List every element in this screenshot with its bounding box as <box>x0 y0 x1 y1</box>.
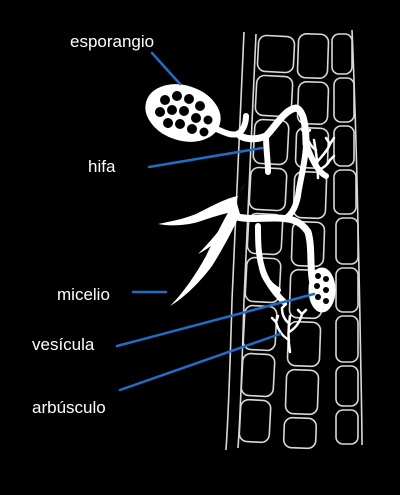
cell <box>333 125 355 167</box>
leader-line-arbusculo <box>118 332 282 392</box>
cell <box>284 368 320 416</box>
granule <box>323 287 329 293</box>
leader-lines <box>115 51 316 392</box>
spore <box>160 95 170 105</box>
arbuscule-branch <box>304 132 318 152</box>
label-vesicula: vesícula <box>32 335 95 354</box>
arbuscule-branch <box>300 128 336 162</box>
cell <box>246 212 284 256</box>
arbuscule-branch <box>315 142 332 164</box>
mycelium <box>158 182 246 306</box>
arbuscule-branch <box>316 158 332 172</box>
cell <box>335 267 359 313</box>
granule <box>315 273 321 279</box>
cell <box>331 33 353 75</box>
arbuscule-upper <box>300 128 336 180</box>
hypha-branch <box>263 133 271 175</box>
cell-column-2 <box>282 32 330 450</box>
cell <box>256 34 296 74</box>
arbuscule-branch <box>287 312 304 334</box>
spore <box>195 101 205 111</box>
sporangium <box>145 84 221 142</box>
cell <box>333 169 357 215</box>
cell <box>238 398 272 444</box>
arbuscule-branch <box>312 138 320 180</box>
arbuscule-branch <box>274 320 291 342</box>
cell <box>296 80 330 126</box>
cell <box>335 217 359 265</box>
cell <box>335 409 359 445</box>
label-esporangio: esporangio <box>70 32 155 51</box>
granule <box>315 294 321 300</box>
spore <box>184 94 194 104</box>
spore <box>167 105 177 115</box>
cell <box>296 32 330 80</box>
leader-line-esporangio <box>150 51 182 86</box>
spore <box>199 127 209 137</box>
root-tissue <box>225 29 363 451</box>
spore <box>175 119 185 129</box>
cell <box>333 77 355 123</box>
granule <box>314 283 320 289</box>
cell <box>254 74 294 118</box>
granule <box>323 276 329 282</box>
cell <box>335 365 359 407</box>
cell-column-1 <box>238 34 296 444</box>
spore <box>163 118 173 128</box>
arbuscule-branch <box>270 302 308 324</box>
leader-line-hifa <box>147 146 264 169</box>
root-outer-left-edge <box>225 31 245 451</box>
cell <box>244 256 282 304</box>
cell <box>335 315 359 363</box>
mycelium-strand <box>158 196 238 226</box>
spore <box>172 91 182 101</box>
vesicle-granules <box>314 273 329 304</box>
cell <box>290 220 326 268</box>
label-arbusculo: arbúsculo <box>32 398 106 417</box>
hypha-branch <box>259 265 287 305</box>
cell <box>240 352 276 398</box>
vesicle <box>308 267 336 313</box>
spore <box>155 107 165 117</box>
sporangium-spores <box>155 91 213 137</box>
cell <box>292 170 328 220</box>
leader-line-vesicula <box>115 292 316 348</box>
vesicle-body <box>308 267 336 313</box>
spore <box>203 115 213 125</box>
hypha-main <box>234 104 310 148</box>
arbuscule-trunk <box>287 314 292 354</box>
fungus <box>145 84 336 354</box>
cell <box>242 304 278 352</box>
label-micelio: micelio <box>57 285 110 304</box>
cell-column-3 <box>331 33 359 445</box>
arbuscule <box>270 302 308 354</box>
spore <box>179 106 189 116</box>
label-hifa: hifa <box>88 157 116 176</box>
arbuscule-branch <box>280 306 292 326</box>
hypha-branch <box>283 141 309 221</box>
spore <box>191 113 201 123</box>
mycelium-strand <box>198 214 232 254</box>
granule <box>323 298 329 304</box>
cell <box>282 416 318 450</box>
spore <box>187 124 197 134</box>
